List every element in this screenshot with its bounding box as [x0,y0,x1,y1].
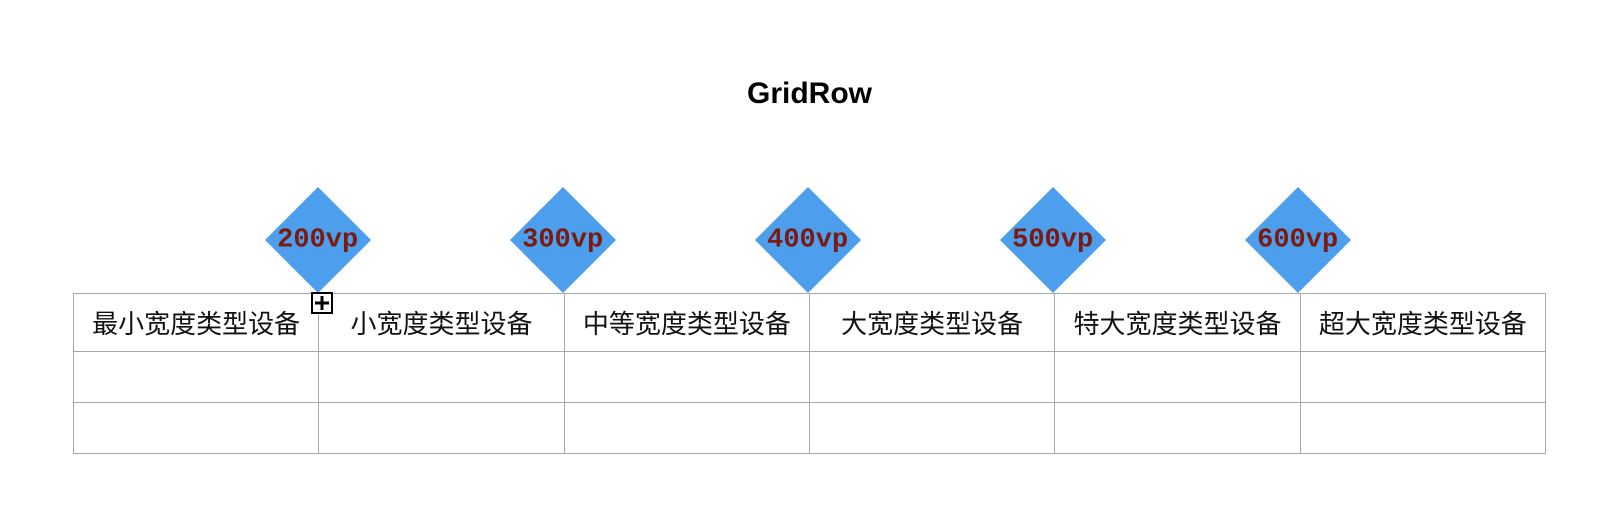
header-row: 最小宽度类型设备 小宽度类型设备 中等宽度类型设备 大宽度类型设备 特大宽度类型… [72,293,1547,352]
table-cell [808,351,1056,403]
breakpoint-label: 500vp [1012,225,1094,256]
table-cell [1299,402,1547,454]
table-row [72,351,1547,403]
header-cell-large-width: 大宽度类型设备 [808,293,1056,352]
breakpoint-diamond-300vp: 300vp [509,186,617,294]
breakpoint-diamond-400vp: 400vp [754,186,862,294]
header-cell-smallest-width: 最小宽度类型设备 [72,293,320,352]
header-cell-xlarge-width: 特大宽度类型设备 [1054,293,1301,352]
table-row [72,402,1547,454]
breakpoint-diamond-600vp: 600vp [1244,186,1352,294]
breakpoint-diamond-200vp: 200vp [264,186,372,294]
breakpoint-label: 200vp [277,225,359,256]
header-cell-xxlarge-width: 超大宽度类型设备 [1299,293,1547,352]
breakpoint-label: 400vp [767,225,849,256]
plus-cursor-icon [311,292,333,314]
table-cell [72,402,320,454]
table-cell [318,351,565,403]
table-cell [563,402,810,454]
breakpoint-label: 600vp [1257,225,1339,256]
breakpoint-label: 300vp [522,225,604,256]
table-cell [72,351,320,403]
header-cell-medium-width: 中等宽度类型设备 [563,293,810,352]
page-title: GridRow [747,77,872,110]
header-cell-small-width: 小宽度类型设备 [318,293,565,352]
device-width-table: 最小宽度类型设备 小宽度类型设备 中等宽度类型设备 大宽度类型设备 特大宽度类型… [72,293,1547,454]
table-cell [318,402,565,454]
table-cell [1054,351,1301,403]
table-cell [808,402,1056,454]
table-cell [1299,351,1547,403]
breakpoint-diamond-500vp: 500vp [999,186,1107,294]
table-cell [563,351,810,403]
table-cell [1054,402,1301,454]
